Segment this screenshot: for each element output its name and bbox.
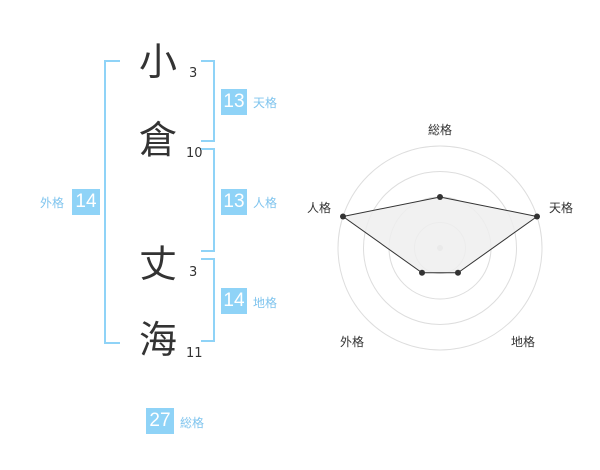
radar-label-gaikaku: 外格 (340, 335, 365, 349)
jinkaku-bracket (201, 148, 215, 252)
radar-label-jinkaku: 人格 (307, 201, 332, 215)
tenkaku-label: 天格 (253, 96, 278, 110)
chikaku-bracket (201, 258, 215, 342)
tenkaku-bracket (201, 60, 215, 142)
radar-point-0 (437, 194, 443, 200)
stroke-count-2: 10 (186, 146, 203, 161)
radar-label-soukaku: 総格 (428, 123, 453, 137)
stroke-count-1: 3 (189, 66, 198, 81)
jinkaku-label: 人格 (253, 196, 278, 210)
radar-area (341, 196, 539, 274)
stroke-count-3: 3 (189, 265, 198, 280)
tenkaku-value: 13 (221, 89, 247, 115)
radar-point-1 (534, 213, 541, 220)
radar-point-2 (454, 269, 461, 276)
jinkaku-value: 13 (221, 189, 247, 215)
chikaku-label: 地格 (253, 296, 278, 310)
radar-ring (363, 171, 517, 325)
chikaku-value: 14 (221, 288, 247, 314)
radar-point-4 (339, 213, 346, 220)
soukaku-label: 総格 (180, 416, 205, 430)
radar-point-3 (419, 269, 426, 276)
gaikaku-bracket (104, 60, 120, 344)
gaikaku-label: 外格 (40, 196, 65, 210)
radar-ring (337, 145, 543, 351)
radar-label-chikaku: 地格 (511, 335, 536, 349)
name-char-1: 小 (138, 40, 177, 84)
radar-label-tenkaku: 天格 (549, 201, 574, 215)
name-char-4: 海 (138, 318, 177, 362)
name-char-2: 倉 (138, 118, 177, 162)
stroke-count-4: 11 (186, 346, 203, 361)
name-char-3: 丈 (138, 242, 177, 286)
gaikaku-value: 14 (72, 189, 100, 215)
soukaku-value: 27 (146, 408, 174, 434)
